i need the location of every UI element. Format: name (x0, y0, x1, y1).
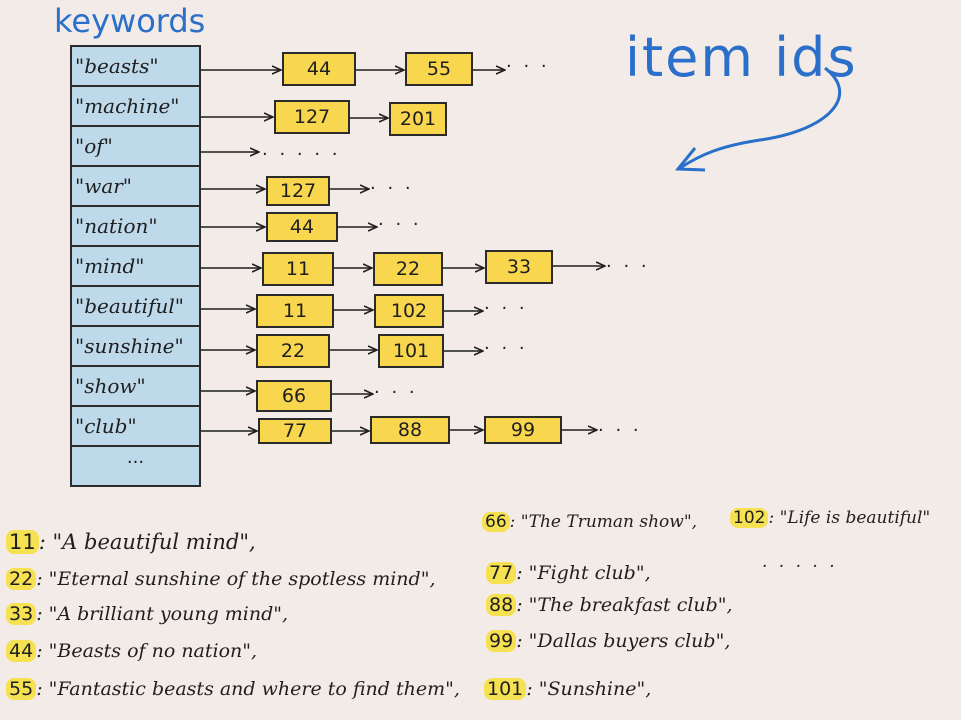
keyword-row: "of" (72, 127, 199, 167)
item-id-box: 102 (374, 294, 444, 328)
item-id-box: 127 (274, 100, 350, 134)
item-id-box: 33 (485, 250, 553, 284)
legend-item: 33: "A brilliant young mind", (6, 603, 288, 625)
legend-item: 11: "A beautiful mind", (6, 530, 256, 554)
keyword-row: "show" (72, 367, 199, 407)
legend-id: 77 (486, 562, 517, 584)
legend-title: "The breakfast club", (528, 594, 733, 616)
legend-title: "Eternal sunshine of the spotless mind", (48, 568, 436, 590)
legend-title: "A brilliant young mind", (48, 603, 289, 625)
keyword-row: "beautiful" (72, 287, 199, 327)
legend-title: "Beasts of no nation", (48, 640, 258, 662)
item-id-box: 88 (370, 416, 450, 444)
legend-id: 88 (486, 594, 517, 616)
legend-title: "Life is beautiful" (779, 508, 931, 528)
legend-title: "The Truman show", (520, 512, 698, 532)
keyword-row: "nation" (72, 207, 199, 247)
item-id-box: 11 (262, 252, 334, 286)
legend-item: 66: "The Truman show", (482, 512, 697, 532)
item-id-box: 201 (389, 102, 447, 136)
item-ids-pointer (679, 66, 842, 170)
list-continuation: · · · (374, 382, 418, 403)
legend-more: . . . . . (762, 552, 838, 572)
legend-item: 44: "Beasts of no nation", (6, 640, 257, 662)
legend-title: "Fantastic beasts and where to find them… (48, 678, 460, 700)
keyword-row: "club" (72, 407, 199, 447)
keyword-row: "sunshine" (72, 327, 199, 367)
item-id-box: 22 (373, 252, 443, 286)
legend-title: "A beautiful mind", (52, 530, 256, 554)
legend-item: 88: "The breakfast club", (486, 594, 733, 616)
legend-item: 22: "Eternal sunshine of the spotless mi… (6, 568, 436, 590)
legend-item: 77: "Fight club", (486, 562, 651, 584)
legend-title: "Sunshine", (538, 678, 652, 700)
list-continuation: · · · (506, 56, 550, 77)
legend-id: 44 (6, 640, 37, 662)
legend-id: 102 (730, 508, 769, 528)
item-id-box: 99 (484, 416, 562, 444)
legend-id: 99 (486, 630, 517, 652)
item-id-box: 66 (256, 380, 332, 412)
legend-id: 66 (482, 512, 510, 532)
item-id-box: 77 (258, 418, 332, 444)
keyword-row: "mind" (72, 247, 199, 287)
item-id-box: 55 (405, 52, 473, 86)
item-id-box: 11 (256, 294, 334, 328)
legend-item: 99: "Dallas buyers club", (486, 630, 730, 652)
legend-id: 33 (6, 603, 37, 625)
item-ids-pointer-head (674, 147, 706, 172)
legend-item: 102: "Life is beautiful" (730, 508, 930, 528)
legend-title: "Fight club", (528, 562, 651, 584)
legend-title: "Dallas buyers club", (528, 630, 731, 652)
list-continuation: · · · · · (262, 144, 341, 165)
item-ids-heading: item ids (625, 26, 858, 89)
list-continuation: · · · (484, 338, 528, 359)
keywords-heading: keywords (54, 2, 206, 40)
list-continuation: · · · (378, 214, 422, 235)
keywords-table: "beasts" "machine" "of" "war" "nation" "… (70, 45, 201, 487)
keywords-more: ... (126, 447, 145, 468)
item-id-box: 101 (378, 334, 444, 368)
legend-id: 22 (6, 568, 37, 590)
item-id-box: 22 (256, 334, 330, 368)
list-continuation: · · · (370, 178, 414, 199)
item-id-box: 44 (266, 212, 338, 242)
legend-item: 55: "Fantastic beasts and where to find … (6, 678, 460, 700)
list-continuation: · · · (598, 420, 642, 441)
list-continuation: · · · (484, 298, 528, 319)
list-continuation: · · · (606, 256, 650, 277)
item-id-box: 127 (266, 176, 330, 206)
legend-item: 101: "Sunshine", (484, 678, 651, 700)
legend-id: 101 (484, 678, 527, 700)
keyword-row: "war" (72, 167, 199, 207)
item-id-box: 44 (282, 52, 356, 86)
legend-id: 55 (6, 678, 37, 700)
legend-id: 11 (6, 530, 39, 554)
keyword-row: "beasts" (72, 47, 199, 87)
keyword-row: "machine" (72, 87, 199, 127)
